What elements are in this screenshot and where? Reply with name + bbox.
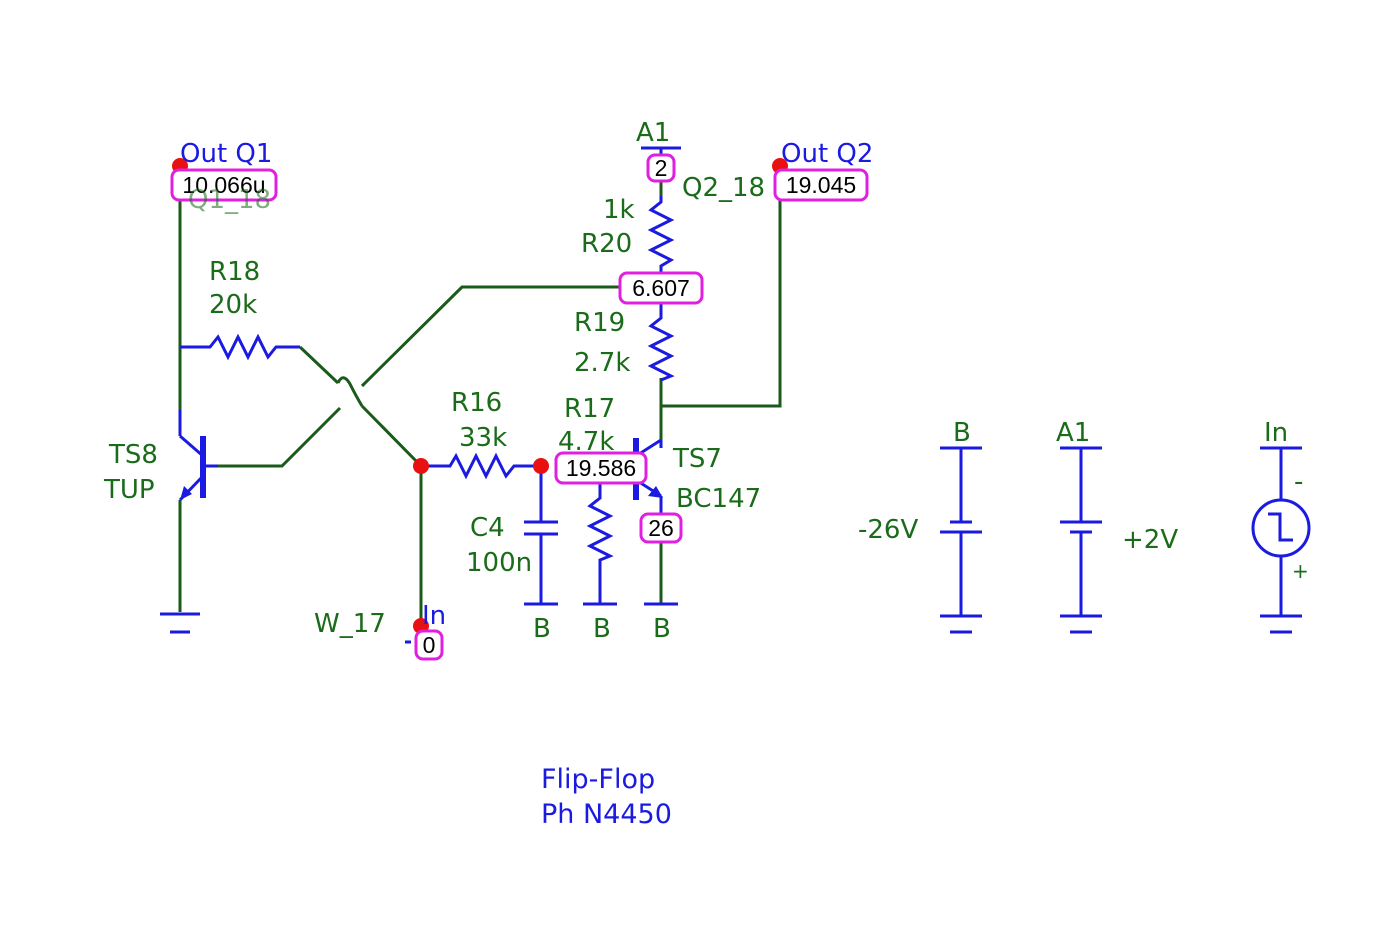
c4-name: C4	[470, 513, 505, 543]
r20-value: 1k	[603, 195, 635, 225]
supply-b-name: B	[953, 418, 971, 448]
r18-resistor-symbol	[180, 333, 300, 361]
ground-label-ts7: B	[653, 614, 671, 644]
probe-box	[414, 629, 444, 661]
junction-node-r16	[413, 458, 429, 474]
ts8-collector	[179, 434, 204, 458]
terminal-label-out-q2: Out Q2	[781, 139, 873, 169]
ground-label-c4: B	[533, 614, 551, 644]
net-label-w17: W_17	[314, 609, 386, 639]
input-source-name: In	[1264, 418, 1288, 448]
ts8-name: TS8	[108, 440, 158, 470]
supply-b	[940, 446, 982, 634]
r16-name: R16	[451, 388, 502, 418]
wire-q2	[661, 200, 782, 408]
input-source-minus: -	[1294, 467, 1303, 497]
ts8-type: TUP	[103, 475, 155, 505]
probe-value: 0	[423, 632, 436, 658]
r20-name: R20	[581, 229, 632, 259]
input-pulse-icon	[1268, 512, 1293, 542]
ts8-emitter-arrow	[180, 486, 192, 500]
wires-blue	[160, 146, 681, 644]
c4-value: 100n	[466, 548, 532, 578]
probe-a1[interactable]: 2	[646, 153, 676, 183]
net-label-q1: Q1_18	[188, 185, 271, 215]
probe-out-q2[interactable]: 19.045	[773, 168, 869, 202]
terminal-label-a1: A1	[636, 118, 670, 148]
probe-ts7-emitter[interactable]: 26	[639, 512, 683, 544]
probe-value: 6.607	[632, 275, 690, 301]
diagram-title-line1: Flip-Flop	[541, 764, 655, 795]
r17-value: 4.7k	[558, 427, 614, 457]
diagram-title-line2: Ph N4450	[541, 799, 672, 830]
probe-value: 19.586	[566, 455, 636, 481]
probe-value: 19.045	[786, 172, 856, 198]
supply-b-value: -26V	[858, 515, 918, 545]
wire-r18-diag-a	[298, 345, 340, 385]
r18-value: 20k	[209, 290, 257, 320]
r16-resistor-symbol	[421, 452, 541, 480]
probe-box	[639, 512, 683, 544]
junction-node-r17	[533, 458, 549, 474]
input-source-plus: +	[1292, 559, 1309, 583]
probe-box	[170, 168, 278, 202]
r17-name: R17	[564, 394, 615, 424]
r20-resistor-symbol	[647, 196, 675, 275]
ground-label-r17: B	[593, 614, 611, 644]
ts7-emitter-arrow	[648, 486, 663, 498]
probe-value: 26	[648, 515, 674, 541]
probe-box	[773, 168, 869, 202]
probe-r20-r19-junction[interactable]: 6.607	[618, 271, 704, 305]
wire-r18-diag-b	[360, 404, 423, 468]
wire-crossing-hop	[336, 376, 364, 407]
net-label-q2: Q2_18	[682, 173, 765, 203]
probe-in[interactable]: 0	[414, 629, 444, 661]
terminal-label-in: In	[422, 601, 446, 631]
r17-resistor-symbol	[586, 484, 614, 604]
probe-value: 10.066u	[182, 172, 265, 198]
probe-box	[618, 271, 704, 305]
probe-box	[646, 153, 676, 183]
r19-resistor-symbol	[647, 300, 675, 382]
wires-green	[178, 180, 782, 620]
supply-a1-value: +2V	[1122, 525, 1178, 555]
wire-ts8-base-a	[218, 406, 342, 468]
r16-value: 33k	[459, 423, 507, 453]
probe-out-q1[interactable]: 10.066u	[170, 168, 278, 202]
wire-ts8-base-b	[360, 285, 620, 388]
supply-a1-name: A1	[1056, 418, 1090, 448]
probe-ts7-base[interactable]: 19.586	[554, 451, 648, 485]
input-source	[1251, 446, 1311, 634]
r19-name: R19	[574, 308, 625, 338]
r18-name: R18	[209, 257, 260, 287]
probe-box	[554, 451, 648, 485]
r19-value: 2.7k	[574, 348, 630, 378]
ts7-name: TS7	[672, 444, 722, 474]
terminal-label-out-q1: Out Q1	[180, 139, 272, 169]
ts7-type: BC147	[676, 484, 761, 514]
probe-value: 2	[655, 155, 668, 181]
supply-a1	[1060, 446, 1102, 634]
